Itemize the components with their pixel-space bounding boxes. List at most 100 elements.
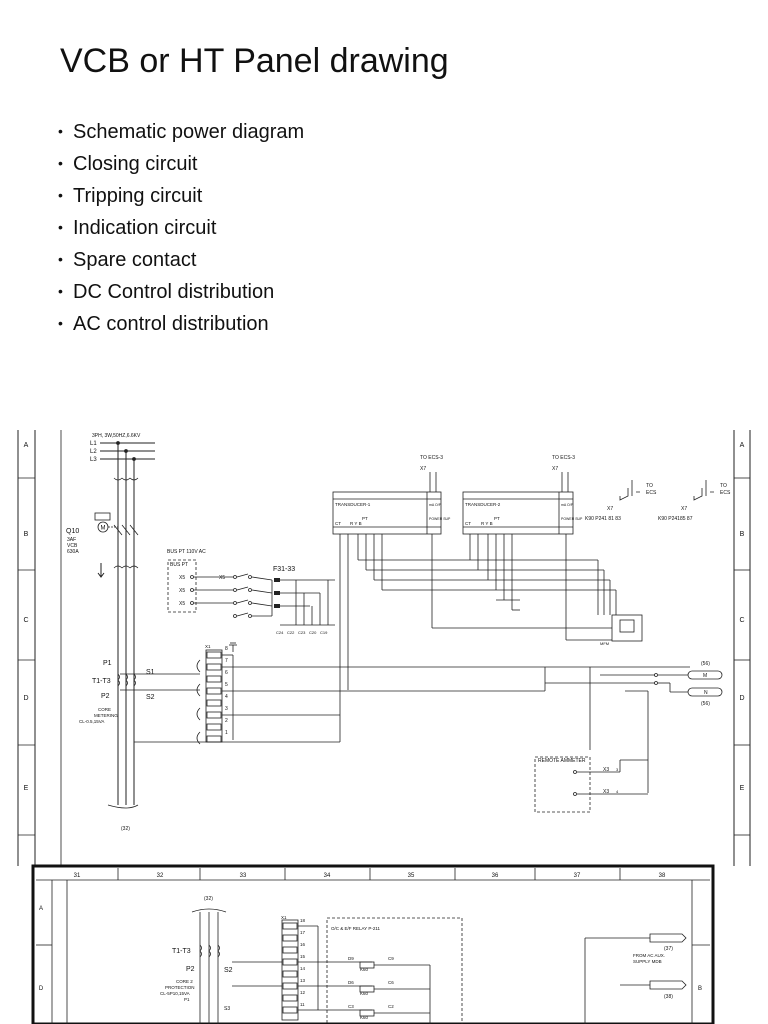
core-label: CORE (98, 707, 111, 712)
transducer-1: TRANSDUCER-1 CT PT R Y B mA O/P POWER SU… (332, 491, 451, 535)
terminal-number: 15 (300, 954, 306, 959)
relay-pin: D9 (348, 956, 354, 961)
terminal-number: 16 (300, 942, 306, 947)
breaker-id: Q10 (66, 528, 79, 535)
bullet-icon: • (58, 219, 63, 235)
ref-label: (56) (701, 701, 710, 707)
core-label: METERING (94, 713, 118, 718)
column-number: 31 (74, 873, 81, 879)
terminal-label: X7 (552, 466, 558, 472)
transducer-name: TRANSDUCER-2 (465, 502, 501, 507)
ct-label: CT (335, 521, 341, 526)
terminal-label: X3 (603, 767, 609, 773)
terminal-label: X5 (179, 575, 185, 581)
ct-s1-label: S1 (146, 669, 155, 676)
ref-label: (32) (204, 896, 213, 902)
relay-id: K60 (360, 1015, 369, 1020)
list-item: •Spare contact (58, 243, 304, 275)
ecs-label: ECS (720, 490, 731, 496)
terminal-number: 2 (225, 718, 228, 724)
to-label: TO (646, 483, 653, 489)
column-number: 32 (157, 873, 164, 879)
column-number: 37 (574, 873, 581, 879)
breaker-operator (94, 512, 111, 521)
source-note: FROM AC AUX. (633, 953, 665, 958)
bus-pt-caption: BUS PT 110V AC (167, 549, 206, 555)
motor-symbol: M (101, 526, 106, 532)
off-page-connector (649, 933, 687, 943)
transducer-wiring (339, 472, 617, 690)
row-letter: C (739, 617, 744, 624)
terminal-label: X5 (219, 575, 225, 581)
row-letter: A (740, 442, 745, 449)
relay-label: O/C & E/F RELAY P-211 (331, 926, 381, 931)
fuse-label: F31-33 (273, 566, 295, 573)
power-label: POWER SUP (429, 517, 451, 521)
row-letter: D (739, 695, 744, 702)
phase-label: R Y B (350, 521, 362, 526)
ecs-contact-2: TO ECS X7 K90 P24185 87 (658, 480, 731, 522)
breaker-spec: 630A (67, 549, 79, 555)
terminal-number: 6 (225, 670, 228, 676)
bullet-icon: • (58, 251, 63, 267)
fuse-symbols (274, 578, 335, 626)
off-page-connector (649, 980, 687, 990)
ref-label: K90 P24185 87 (658, 516, 693, 522)
relay-id: K60 (360, 991, 369, 996)
list-item: •Indication circuit (58, 211, 304, 243)
ct-p1-label: P1 (103, 660, 112, 667)
arrow-down-icon (97, 563, 105, 578)
output-label: mA O/P (561, 503, 574, 507)
relay-id: K60 (360, 967, 369, 972)
transducer-2: TRANSDUCER-2 CT PT R Y B mA O/P POWER SU… (462, 491, 583, 535)
ecs-label: ECS (646, 490, 657, 496)
list-item: •AC control distribution (58, 307, 304, 339)
ref-label: C24 (276, 630, 284, 635)
ref-label: (56) (701, 661, 710, 667)
terminal-label: X5 (179, 588, 185, 594)
to-label: TO (720, 483, 727, 489)
mfm-label: MFM (600, 641, 609, 646)
list-item: •DC Control distribution (58, 275, 304, 307)
core-label: PROTECTION (165, 985, 195, 990)
terminal-label: X5 (179, 601, 185, 607)
terminal-number: 18 (300, 918, 306, 923)
bullet-icon: • (58, 283, 63, 299)
terminal-number: 1 (225, 730, 228, 736)
terminal-number: 12 (300, 990, 306, 995)
phase-label: L1 (90, 441, 97, 447)
row-letter: E (740, 785, 745, 792)
ct-p2-label: P2 (101, 693, 110, 700)
ref-label: (32) (121, 826, 130, 832)
row-letter: A (24, 442, 29, 449)
terminal-header: X1 (281, 915, 287, 920)
ammeter-label: REMOTE AMMETER (538, 758, 586, 764)
protection-drawing: 31 32 33 34 35 36 37 38 A D B (32) T1-T3… (31, 864, 715, 1024)
terminal-header: X1 (205, 644, 211, 649)
ct-label: T1-T3 (92, 678, 111, 685)
terminal-label: X7 (681, 506, 687, 512)
column-number: 33 (240, 873, 247, 879)
ecs-contact-1: TO ECS X7 K90 P241 81 83 (585, 480, 657, 522)
supply-label: 3PH, 3W,50HZ,6.6KV (92, 433, 141, 439)
relay-pin: D6 (348, 980, 354, 985)
mfm-meter (611, 614, 643, 642)
ct-label: T1-T3 (172, 948, 191, 955)
source-note: SUPPLY MDB (633, 959, 662, 964)
ct-s3-label: S3 (224, 1006, 230, 1012)
relay-box: O/C & E/F RELAY P-211 D9 C9 D6 C6 C3 C2 … (326, 917, 463, 1024)
page-title: VCB or HT Panel drawing (60, 42, 449, 80)
ct-p2-label: P2 (186, 966, 195, 973)
terminal-block-2 (232, 919, 372, 1021)
core-label: CL-5P10,15VA (160, 991, 190, 996)
ref-label: K90 P241 81 83 (585, 516, 621, 522)
list-item: •Closing circuit (58, 147, 304, 179)
ref-label: C22 (287, 630, 295, 635)
terminal-number: 14 (300, 966, 306, 971)
core-label: P1 (184, 997, 190, 1002)
phase-label: L2 (90, 449, 97, 455)
column-number: 35 (408, 873, 415, 879)
list-item: •Tripping circuit (58, 179, 304, 211)
column-number: 36 (492, 873, 499, 879)
